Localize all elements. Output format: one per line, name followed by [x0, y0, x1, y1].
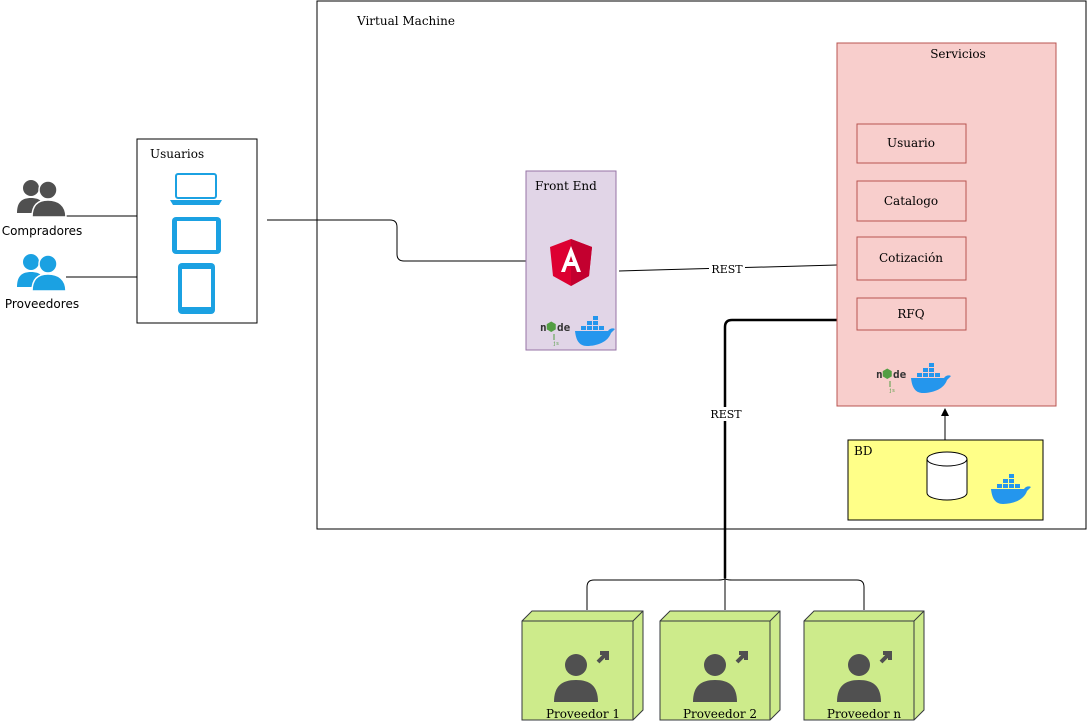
virtual-machine-label: Virtual Machine: [356, 14, 455, 28]
provider-1-node: [521, 610, 644, 721]
database-icon: [926, 451, 968, 501]
service-usuario-label: Usuario: [887, 136, 935, 150]
provider-1-label: Proveedor 1: [546, 707, 620, 721]
angular-icon: [550, 239, 592, 286]
service-catalogo-label: Catalogo: [884, 194, 938, 208]
service-rfq-label: RFQ: [897, 307, 924, 321]
provider-n-node: [803, 610, 925, 721]
service-cotizacion: [856, 236, 967, 281]
edge-usuarios-frontend: [267, 219, 526, 262]
edge-branch-provider-1: [586, 577, 726, 610]
service-usuario: [856, 123, 967, 164]
edge-rfq-providers: [723, 318, 857, 578]
provider-2-label: Proveedor 2: [683, 707, 757, 721]
proveedores-label: Proveedores: [5, 297, 79, 311]
compradores-icon: [17, 180, 67, 218]
frontend-label: Front End: [535, 179, 597, 193]
service-rfq: [856, 297, 967, 331]
service-catalogo: [856, 180, 967, 222]
provider-2-node: [659, 610, 781, 721]
servicios-box: [836, 42, 1057, 407]
compradores-label: Compradores: [2, 224, 83, 238]
edge-branch-provider-n: [724, 577, 865, 610]
edge-label-rest-front: REST: [711, 263, 743, 276]
usuarios-label: Usuarios: [150, 147, 204, 161]
laptop-icon: [170, 173, 222, 205]
provider-n-label: Proveedor n: [827, 707, 901, 721]
servicios-label: Servicios: [930, 47, 986, 61]
bd-label: BD: [854, 444, 872, 458]
tablet-icon: [172, 217, 221, 254]
service-cotizacion-label: Cotización: [879, 251, 943, 265]
proveedores-icon: [17, 254, 67, 292]
edge-label-rest-prov: REST: [710, 408, 742, 421]
phone-icon: [178, 263, 215, 314]
